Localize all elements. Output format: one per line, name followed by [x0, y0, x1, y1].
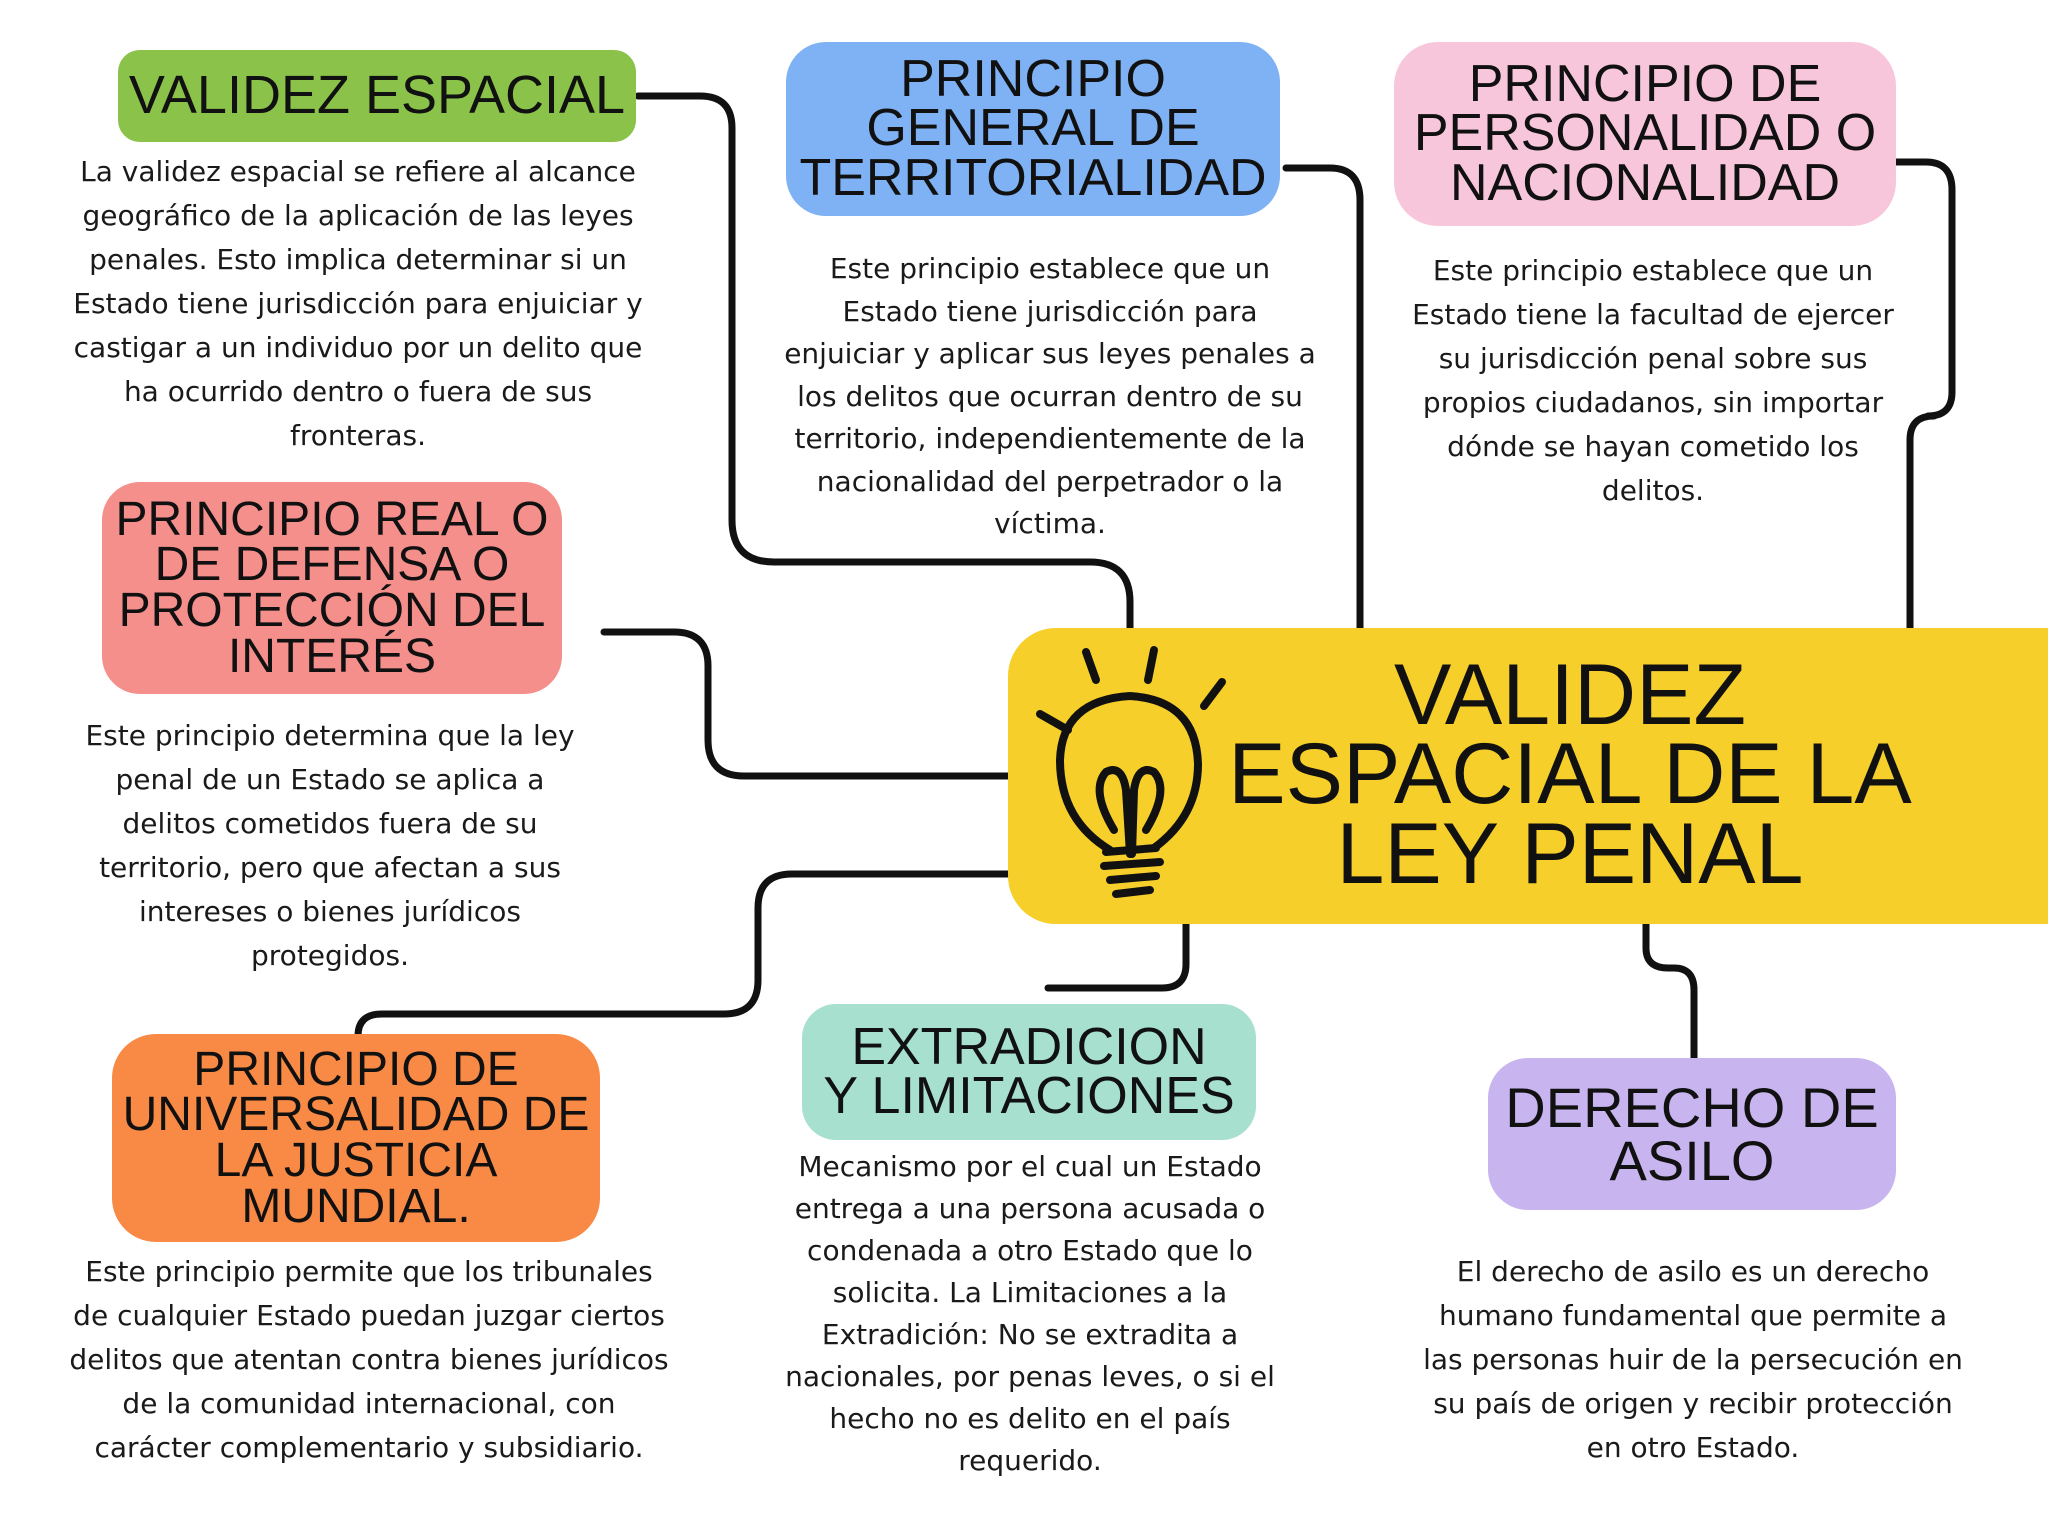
node-title-real-defensa: PRINCIPIO REAL O DE DEFENSA O PROTECCIÓN… [102, 482, 562, 694]
node-text-extradicion: Mecanismo por el cual un Estado entrega … [785, 1150, 1275, 1477]
connector-real-defensa [600, 628, 1012, 780]
node-text-asilo: El derecho de asilo es un derecho humano… [1423, 1255, 1963, 1464]
connector-territorialidad [1282, 164, 1364, 632]
connector-extradicion [1044, 920, 1190, 992]
node-title-universalidad: PRINCIPIO DE UNIVERSALIDAD DE LA JUSTICI… [112, 1034, 600, 1242]
connector-asilo [1642, 920, 1698, 1072]
node-text-territorialidad: Este principio establece que un Estado t… [784, 252, 1316, 540]
node-title-asilo: DERECHO DE ASILO [1488, 1058, 1896, 1210]
node-title-personalidad: PRINCIPIO DE PERSONALIDAD O NACIONALIDAD [1394, 42, 1896, 226]
node-text-validez-espacial: La validez espacial se refiere al alcanc… [73, 155, 643, 452]
node-text-universalidad: Este principio permite que los tribunale… [69, 1255, 669, 1464]
connector-personalidad [1892, 158, 1956, 632]
connector-universalidad [354, 870, 1012, 1040]
central-topic-title: VALIDEZ ESPACIAL DE LA LEY PENAL [1228, 647, 1912, 902]
node-title-territorialidad: PRINCIPIO GENERAL DE TERRITORIALIDAD [786, 42, 1280, 216]
node-title-extradicion: EXTRADICION Y LIMITACIONES [802, 1004, 1256, 1140]
node-title-validez-espacial: VALIDEZ ESPACIAL [118, 50, 636, 142]
node-text-real-defensa: Este principio determina que la ley pena… [85, 719, 575, 972]
lightbulb-icon [1036, 646, 1226, 898]
node-text-personalidad: Este principio establece que un Estado t… [1412, 254, 1894, 507]
connector-validez-espacial [634, 92, 1134, 632]
central-topic-box [1008, 628, 2048, 924]
